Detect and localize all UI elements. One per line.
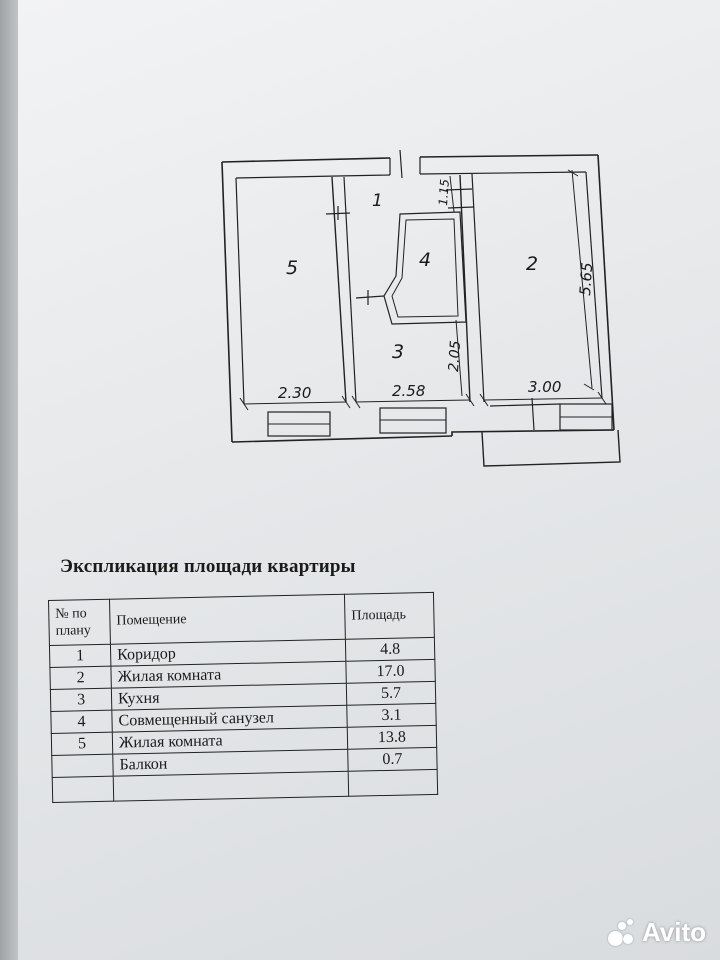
row-num: 3 xyxy=(50,688,112,712)
header-room: Помещение xyxy=(109,594,346,645)
room-label-4: 4 xyxy=(419,249,431,271)
row-area: 5.7 xyxy=(346,681,436,706)
floor-plan: 1 2 3 4 5 2.30 2.58 3.00 5.65 2.05 1.15 xyxy=(221,149,621,467)
dimension-room3-width: 2.58 xyxy=(392,382,425,400)
row-area: 3.1 xyxy=(346,703,437,728)
row-area: 0.7 xyxy=(347,747,438,772)
room-label-1: 1 xyxy=(372,191,383,211)
dimension-room2-width: 3.00 xyxy=(528,378,561,396)
avito-watermark: Avito xyxy=(607,917,706,948)
room-label-3: 3 xyxy=(392,341,404,363)
room-label-2: 2 xyxy=(526,253,538,275)
empty-cell xyxy=(52,776,114,803)
explication-table: № по плану Помещение Площадь 1 Коридор 4… xyxy=(48,592,438,803)
dimension-room5-width: 2.30 xyxy=(278,384,311,402)
table-header-row: № по плану Помещение Площадь xyxy=(48,592,435,646)
row-num: 4 xyxy=(50,710,113,734)
dimension-room2-length: 5.65 xyxy=(576,262,596,297)
row-num: 1 xyxy=(49,644,111,668)
row-area: 17.0 xyxy=(345,659,436,684)
avito-dots-icon xyxy=(607,918,636,947)
row-num: 2 xyxy=(49,666,112,690)
avito-watermark-text: Avito xyxy=(641,917,706,947)
dimension-room3-depth: 2.05 xyxy=(446,340,464,372)
paper-edge-shadow xyxy=(0,0,22,960)
room-label-5: 5 xyxy=(286,257,298,279)
dimension-corridor-depth: 1.15 xyxy=(436,179,452,207)
row-area: 4.8 xyxy=(345,637,435,662)
header-num: № по плану xyxy=(48,599,111,646)
empty-cell xyxy=(113,771,349,802)
document-paper xyxy=(18,0,720,960)
row-area: 13.8 xyxy=(347,725,437,750)
explication-title: Экспликация площади квартиры xyxy=(60,556,356,577)
row-num: 5 xyxy=(51,732,113,756)
empty-cell xyxy=(348,769,438,797)
row-num xyxy=(51,754,114,778)
header-area: Площадь xyxy=(344,592,435,640)
